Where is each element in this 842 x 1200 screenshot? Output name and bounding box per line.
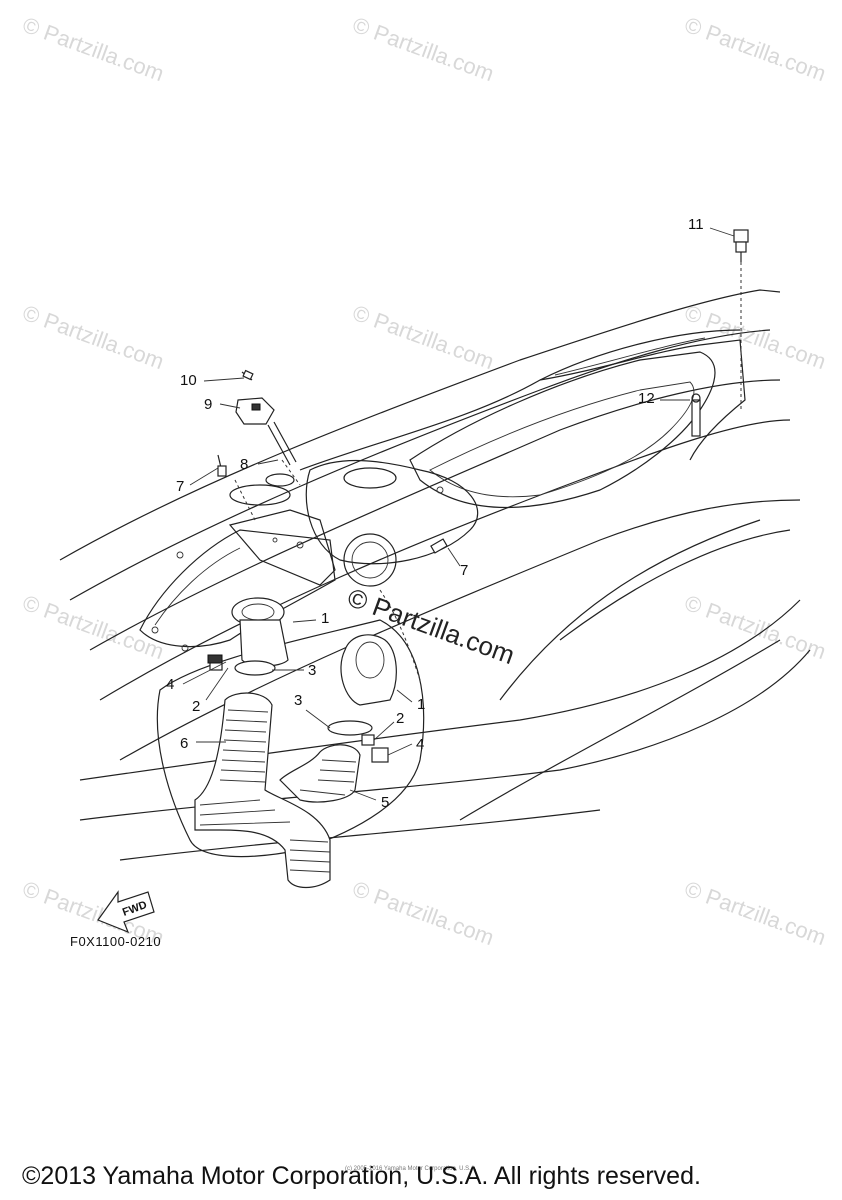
- part-8-rod: [267, 424, 291, 466]
- callout-12: 12: [638, 390, 655, 407]
- part-10-pin: [241, 369, 254, 381]
- fwd-arrow: FWD: [97, 890, 155, 934]
- callout-6: 6: [180, 735, 189, 752]
- callout-10: 10: [180, 372, 197, 389]
- part-4-clip-left: [207, 654, 223, 664]
- callout-4: 4: [166, 676, 175, 693]
- part-12-tube: [691, 393, 701, 437]
- hull-outline: [59, 289, 811, 861]
- part-1-duct-right: [340, 634, 397, 706]
- diagram-code: F0X1100-0210: [70, 934, 162, 949]
- callout-2: 2: [192, 698, 201, 715]
- callout-8: 8: [240, 456, 249, 473]
- callout-9: 9: [204, 396, 213, 413]
- callout-3: 3: [294, 692, 303, 709]
- callout-1: 1: [321, 610, 330, 627]
- callout-5: 5: [381, 794, 390, 811]
- part-1-duct-left: [231, 597, 289, 667]
- part-9-block: [235, 397, 275, 425]
- seat-deck: [299, 329, 746, 509]
- callout-7: 7: [176, 478, 185, 495]
- small-print: (c) 2005-2016 Yamaha Motor Corporation, …: [345, 1166, 477, 1172]
- part-7-fastener-left: [217, 454, 227, 477]
- part-3-clamp-left: [234, 660, 276, 676]
- guide-line: [234, 479, 256, 521]
- callout-2: 2: [396, 710, 405, 727]
- guide-line: [281, 459, 301, 486]
- callout-1: 1: [417, 696, 426, 713]
- callout-4: 4: [416, 736, 425, 753]
- copyright-notice: ©2013 Yamaha Motor Corporation, U.S.A. A…: [22, 1162, 701, 1190]
- guide-line: [379, 589, 421, 681]
- storage-compartment: [139, 459, 479, 652]
- part-4-clip-right: [371, 747, 389, 763]
- part-7-fastener-right: [430, 538, 448, 554]
- part-6-hose: [194, 692, 331, 889]
- callout-11: 11: [688, 216, 704, 233]
- callout-7: 7: [460, 562, 469, 579]
- cutaway-outline: [156, 619, 425, 858]
- part-3-clamp-right: [327, 720, 373, 736]
- part-5-hose: [279, 744, 361, 803]
- part-2-bracket-right: [361, 734, 375, 746]
- leader-lines: [182, 227, 735, 801]
- callout-3: 3: [308, 662, 317, 679]
